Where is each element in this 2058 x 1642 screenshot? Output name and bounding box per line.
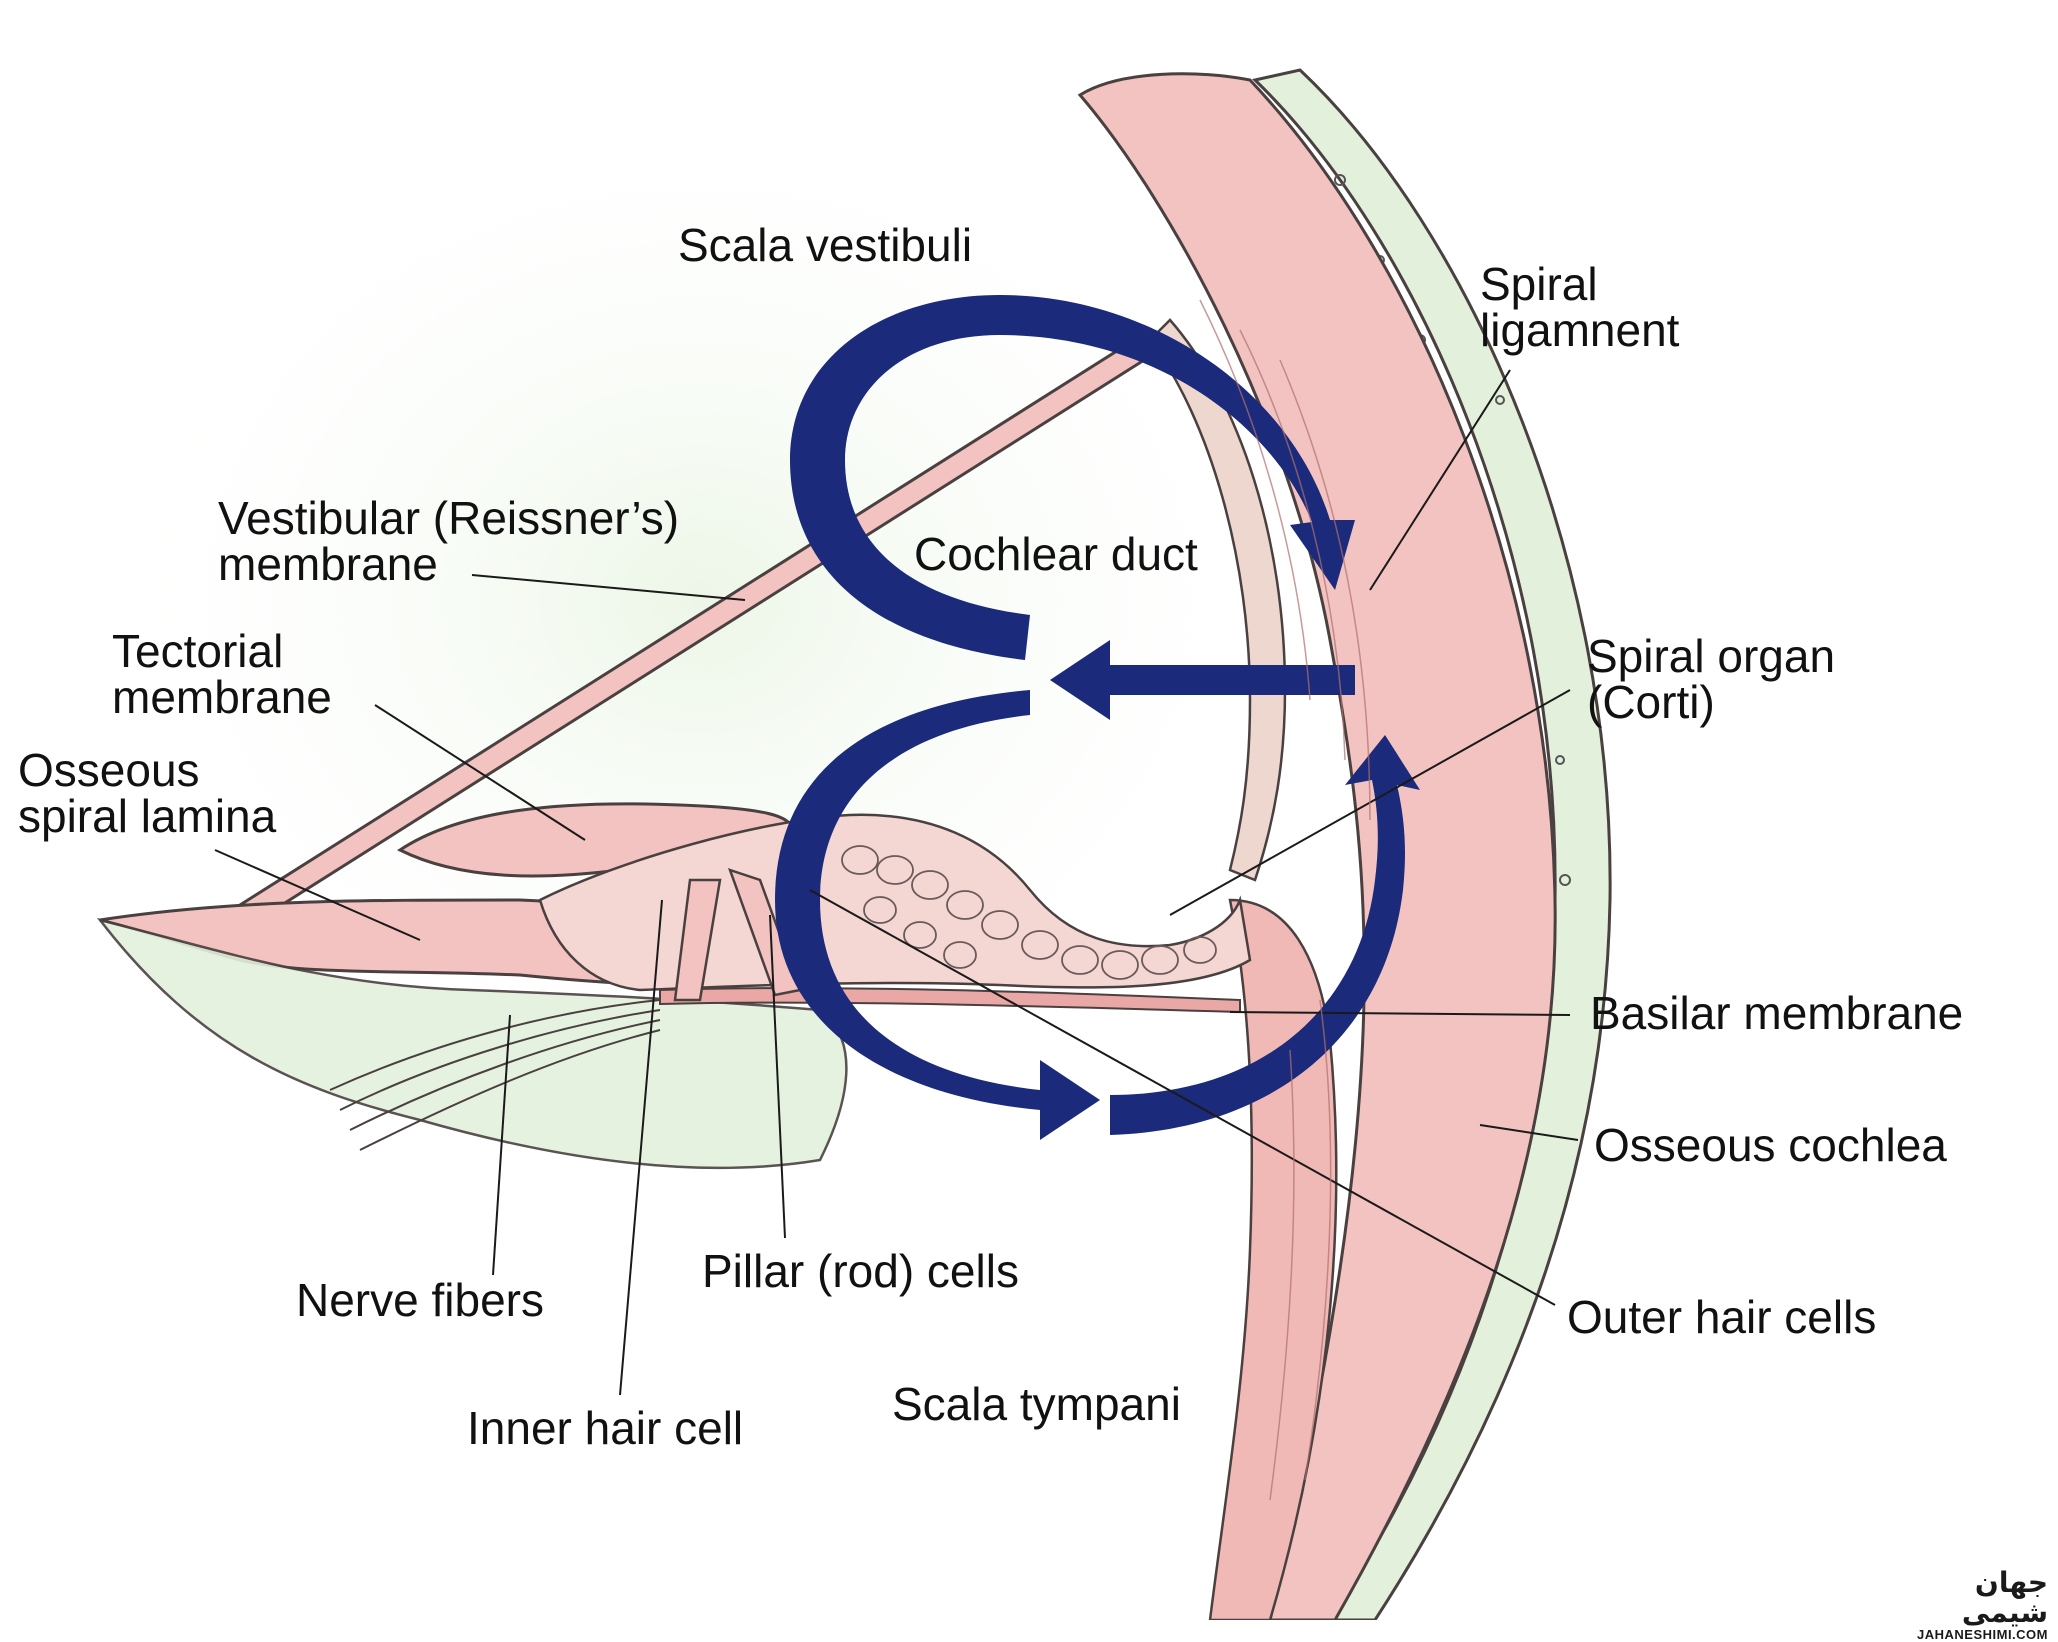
label-basilar-membrane: Basilar membrane (1590, 987, 1964, 1039)
osseous-cochlea-wall (1251, 68, 1612, 1620)
label-spiral-ligament: Spiral ligamnent (1480, 258, 1680, 356)
label-osseous-cochlea: Osseous cochlea (1594, 1119, 1947, 1171)
label-scala-tympani: Scala tympani (892, 1378, 1181, 1430)
label-inner-hair-cell: Inner hair cell (467, 1402, 744, 1454)
background-glow (80, 80, 1320, 1120)
label-outer-hair-cells: Outer hair cells (1567, 1291, 1877, 1343)
label-vestibular-membrane: Vestibular (Reissner’s) membrane (218, 492, 680, 590)
label-nerve-fibers: Nerve fibers (296, 1274, 544, 1326)
right-return-arrow (1110, 735, 1420, 1135)
stria-vascularis (1148, 318, 1287, 882)
ligament-texture (1199, 299, 1371, 1501)
corti-cells (841, 845, 1217, 980)
upper-loop-arrow (790, 295, 1355, 660)
lower-loop-arrow (775, 690, 1100, 1140)
label-scala-vestibuli: Scala vestibuli (678, 219, 973, 271)
jahaneshimi-logo: جهان شیمی JAHANESHIMI.COM (1888, 1568, 2048, 1642)
logo-latin-text: JAHANESHIMI.COM (1916, 1627, 2048, 1642)
label-cochlear-duct: Cochlear duct (914, 528, 1198, 580)
logo-persian-text: جهان شیمی (1961, 1566, 2048, 1629)
middle-arrow (1050, 640, 1355, 720)
pillar-cells-shape (673, 867, 802, 1002)
label-spiral-organ: Spiral organ (Corti) (1587, 630, 1836, 728)
label-tectorial-membrane: Tectorial membrane (112, 625, 332, 723)
organ-of-corti (538, 813, 1252, 992)
spiral-ligament-tissue (1077, 72, 1557, 1620)
flow-arrows (775, 295, 1420, 1140)
label-osseous-spiral-lamina: Osseous spiral lamina (18, 744, 277, 842)
label-pillar-cells: Pillar (rod) cells (702, 1245, 1019, 1297)
leader-lines (214, 369, 1579, 1396)
nerve-fiber-strands (329, 999, 661, 1151)
